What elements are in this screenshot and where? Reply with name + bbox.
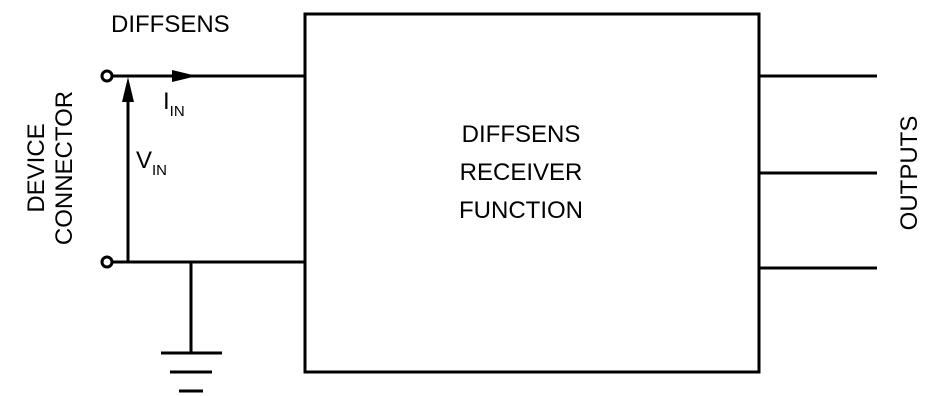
current-label-main: I xyxy=(163,88,170,115)
block-label-line2: RECEIVER xyxy=(460,159,583,186)
current-label: IIN xyxy=(163,88,185,120)
ground-symbol-icon xyxy=(161,351,222,393)
device-connector-label-line2: CONNECTOR xyxy=(51,91,78,245)
outputs-label: OUTPUTS xyxy=(896,116,923,231)
receiver-function-block xyxy=(303,12,761,374)
block-label-line3: FUNCTION xyxy=(459,197,583,224)
top-terminal-icon xyxy=(100,69,114,83)
block-label-line1: DIFFSENS xyxy=(462,121,581,148)
current-label-sub: IN xyxy=(170,103,185,120)
diffsens-signal-label: DIFFSENS xyxy=(111,11,230,38)
current-arrow-icon xyxy=(172,70,197,82)
voltage-label-main: V xyxy=(136,147,152,174)
voltage-label: VIN xyxy=(136,147,167,179)
voltage-arrowhead-icon xyxy=(122,77,134,102)
device-connector-label-line1: DEVICE xyxy=(23,123,50,212)
bottom-terminal-icon xyxy=(100,255,114,269)
voltage-label-sub: IN xyxy=(152,162,167,179)
